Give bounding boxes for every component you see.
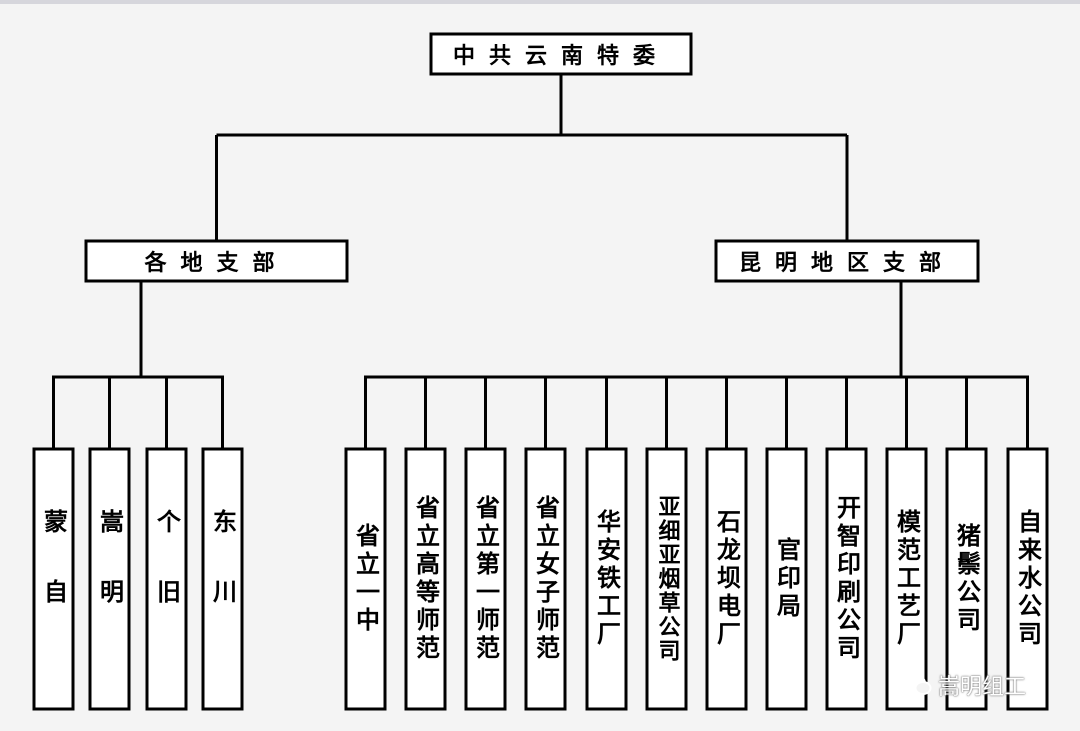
branch-label: 各地支部 — [144, 251, 289, 276]
unit-label: 个旧 — [152, 509, 181, 649]
unit-label: 东川 — [208, 509, 237, 649]
unit-box — [404, 447, 447, 711]
unit-box — [645, 447, 688, 711]
unit-label: 省立女子师范 — [531, 495, 560, 663]
unit-label: 省立一中 — [351, 523, 380, 635]
unit-label: 开智印刷公司 — [832, 495, 861, 663]
unit-box — [201, 447, 244, 711]
unit-box — [825, 447, 868, 711]
unit-label: 省立高等师范 — [411, 495, 440, 663]
unit-label: 蒙自 — [39, 509, 68, 649]
unit-box — [765, 447, 808, 711]
unit-label: 石龙坝电厂 — [712, 509, 741, 649]
unit-label: 模范工艺厂 — [892, 509, 921, 649]
branch-box — [714, 239, 980, 283]
root-box — [429, 32, 693, 76]
unit-label: 官印局 — [772, 537, 801, 621]
unit-label: 嵩明 — [95, 509, 124, 649]
unit-box — [705, 447, 748, 711]
unit-label: 猪鬃公司 — [952, 523, 981, 635]
unit-box — [344, 447, 387, 711]
unit-box — [885, 447, 928, 711]
unit-label: 亚细亚烟草公司 — [654, 495, 680, 663]
watermark-text: 嵩明组工 — [938, 675, 1027, 700]
top-edge-strip — [0, 0, 1080, 4]
wechat-icon — [906, 674, 932, 695]
branch-box — [84, 239, 349, 283]
branch-label: 昆明地区支部 — [738, 251, 955, 276]
root-label: 中共云南特委 — [452, 44, 669, 69]
unit-box — [464, 447, 507, 711]
unit-label: 省立第一师范 — [471, 495, 500, 663]
unit-box — [88, 447, 131, 711]
watermark: 嵩明组工 — [906, 670, 1026, 700]
unit-box — [145, 447, 188, 711]
unit-label: 华安铁工厂 — [592, 509, 621, 649]
unit-box — [1006, 447, 1049, 711]
unit-box — [945, 447, 988, 711]
unit-box — [524, 447, 567, 711]
unit-box — [32, 447, 75, 711]
unit-label: 自来水公司 — [1013, 509, 1042, 649]
unit-box — [585, 447, 628, 711]
